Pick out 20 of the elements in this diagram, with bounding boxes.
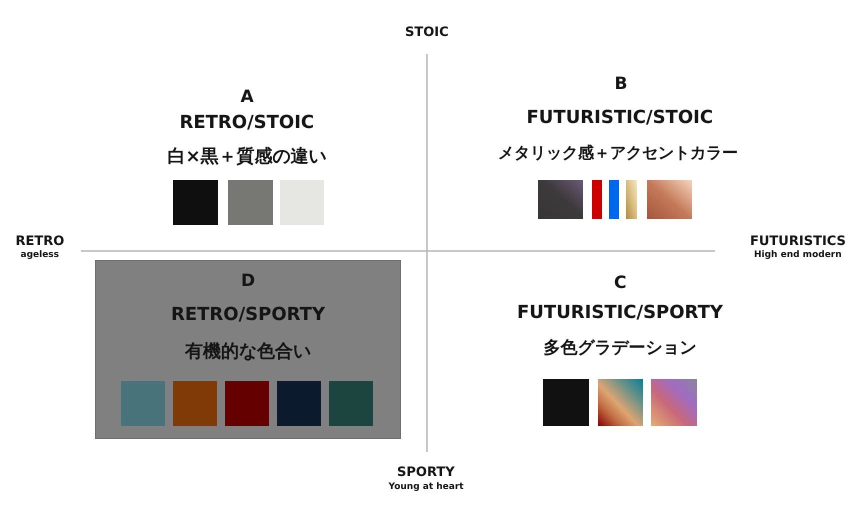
axis-sublabel: ageless	[20, 250, 60, 260]
quadrant-caption: 有機的な色合い	[185, 342, 311, 362]
quadrant-title: RETRO/SPORTY	[171, 306, 325, 324]
quadrant-letter: C	[614, 275, 626, 293]
quadrant-title: FUTURISTIC/SPORTY	[517, 304, 723, 322]
quadrant-title: FUTURISTIC/STOIC	[526, 108, 714, 128]
axis-sublabel: High end modern	[754, 250, 842, 260]
axis-sublabel: Young at heart	[388, 482, 464, 492]
quadrant-letter: B	[614, 76, 628, 94]
axis-label: SPORTY	[397, 466, 455, 480]
quadrant-caption: 白×黒＋質感の違い	[168, 148, 327, 166]
quadrant-caption: 多色グラデーション	[544, 340, 696, 358]
quadrant-letter: D	[241, 273, 256, 291]
axis-label: FUTURISTICS	[750, 235, 846, 249]
quadrant-caption: メタリック感＋アクセントカラー	[498, 144, 738, 162]
quadrant-title: RETRO/STOIC	[180, 114, 314, 132]
quadrant-letter: A	[240, 89, 254, 107]
axis-label: STOIC	[405, 26, 449, 40]
quadrant-panel	[95, 260, 401, 439]
axis-label: RETRO	[16, 235, 64, 249]
